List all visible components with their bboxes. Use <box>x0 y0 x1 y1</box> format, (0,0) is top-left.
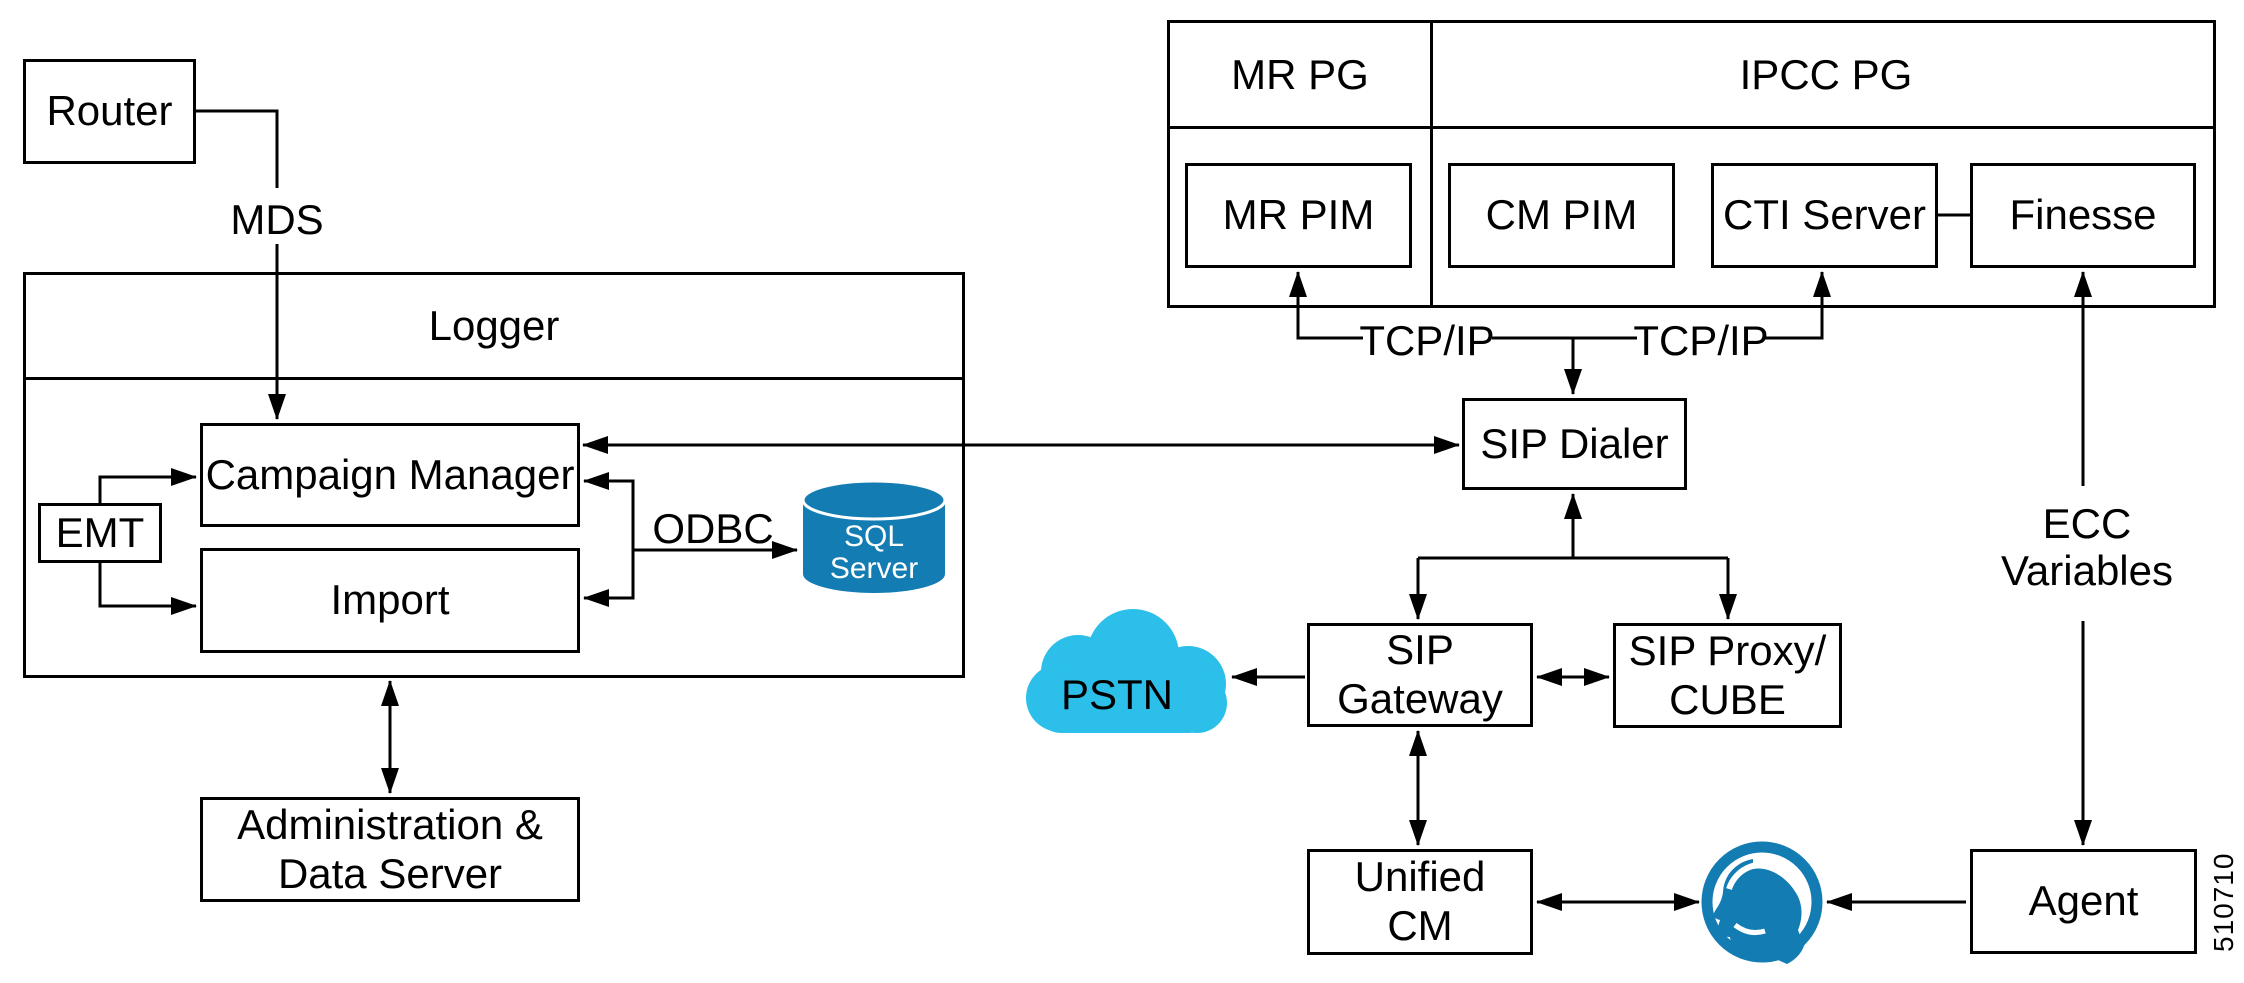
odbc-label: ODBC <box>652 505 774 552</box>
unified-cm-line2: CM <box>1387 902 1453 949</box>
finesse-box: Finesse <box>1970 163 2196 268</box>
sip-dialer-box: SIP Dialer <box>1462 398 1687 490</box>
sip-dialer-label: SIP Dialer <box>1480 419 1669 467</box>
campaign-manager-box: Campaign Manager <box>200 423 580 527</box>
import-label: Import <box>330 576 450 624</box>
agent-box: Agent <box>1970 849 2197 954</box>
ecc-variables-line1: ECC <box>2042 500 2132 547</box>
pg-divider <box>1430 23 1433 305</box>
logger-label: Logger <box>428 302 560 349</box>
campaign-manager-label: Campaign Manager <box>205 450 575 498</box>
agent-label: Agent <box>2028 877 2139 925</box>
sql-server-label: SQL Server <box>829 520 919 586</box>
cti-server-box: CTI Server <box>1711 163 1938 268</box>
router-label: Router <box>46 87 173 135</box>
pstn-label: PSTN <box>1060 671 1174 718</box>
logger-header: Logger <box>26 275 962 380</box>
ipcc-pg-cell: IPCC PG <box>1433 23 2219 126</box>
cm-pim-label: CM PIM <box>1485 191 1638 239</box>
sip-proxy-cube-line2: CUBE <box>1669 675 1786 723</box>
emt-box: EMT <box>38 503 162 563</box>
finesse-label: Finesse <box>2009 191 2157 239</box>
sip-proxy-cube-line1: SIP Proxy/ <box>1628 626 1827 674</box>
router-box: Router <box>23 59 196 164</box>
ecc-variables-label: ECC Variables <box>2001 500 2173 594</box>
admin-data-server-line2: Data Server <box>277 849 503 897</box>
sip-gateway-line1: SIP <box>1386 626 1454 674</box>
mds-label: MDS <box>230 196 324 243</box>
sql-server-line2: Server <box>829 552 919 586</box>
mr-pim-box: MR PIM <box>1185 163 1412 268</box>
import-box: Import <box>200 548 580 653</box>
cti-server-label: CTI Server <box>1722 191 1927 239</box>
mr-pim-label: MR PIM <box>1222 191 1375 239</box>
tcpip-right-label: TCP/IP <box>1633 317 1769 364</box>
sip-gateway-line2: Gateway <box>1337 675 1503 722</box>
pg-header <box>1170 23 2213 129</box>
cm-pim-box: CM PIM <box>1448 163 1675 268</box>
figure-artwork-number: 510710 <box>2208 852 2239 952</box>
sql-server-line1: SQL <box>843 520 905 553</box>
mr-pg-label: MR PG <box>1231 50 1369 98</box>
emt-label: EMT <box>55 508 145 556</box>
sip-proxy-cube-box: SIP Proxy/ CUBE <box>1613 623 1842 728</box>
sip-gateway-box: SIP Gateway <box>1307 623 1533 727</box>
admin-data-server-box: Administration & Data Server <box>200 797 580 902</box>
ecc-variables-line2: Variables <box>2001 547 2173 595</box>
tcpip-left-label: TCP/IP <box>1359 317 1495 364</box>
ipcc-pg-label: IPCC PG <box>1739 50 1913 98</box>
unified-cm-line1: Unified <box>1354 853 1486 901</box>
unified-cm-box: Unified CM <box>1307 849 1533 955</box>
admin-data-server-line1: Administration & <box>237 800 543 848</box>
agent-headset-icon <box>1701 841 1823 964</box>
mr-pg-cell: MR PG <box>1170 23 1430 126</box>
router-mds-connector <box>196 109 279 188</box>
